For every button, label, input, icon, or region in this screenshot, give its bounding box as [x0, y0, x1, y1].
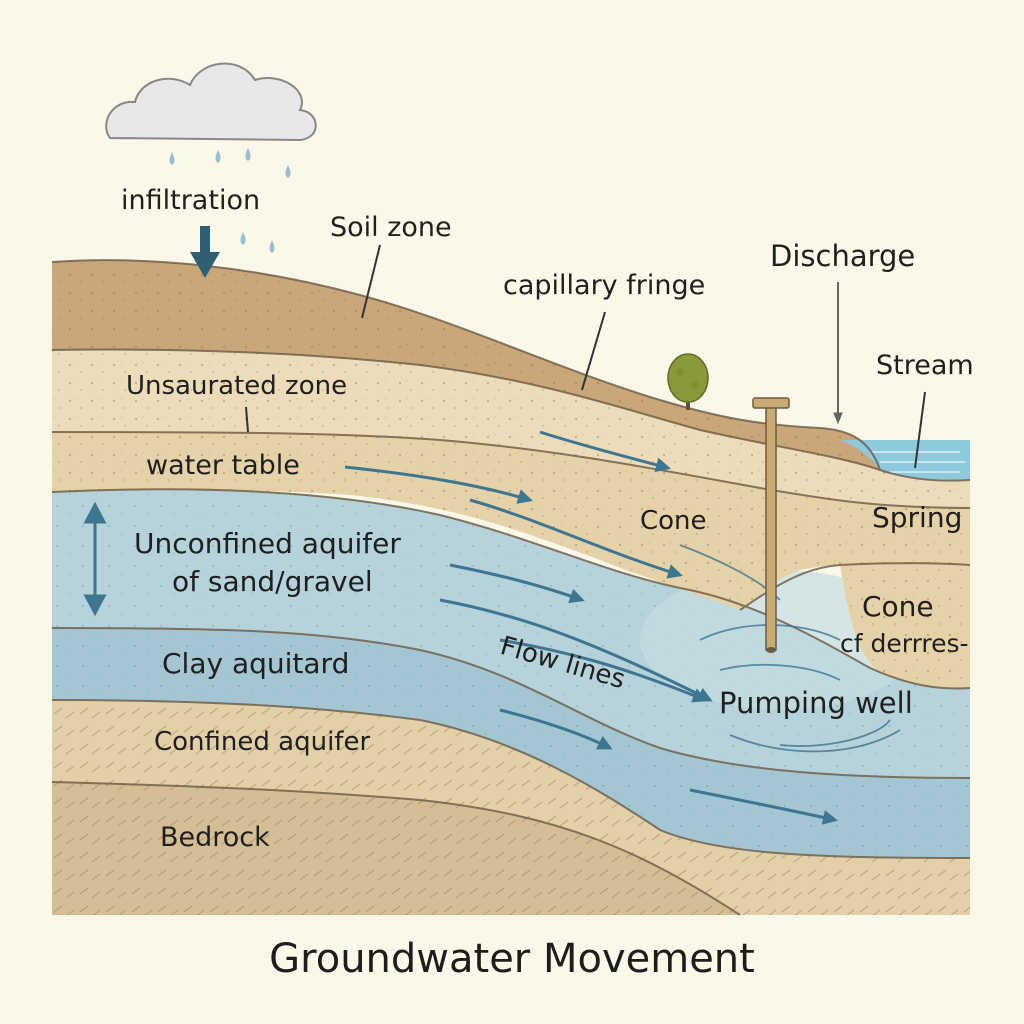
flow-arrow: [539, 430, 671, 473]
well-icon: [752, 397, 790, 653]
soil-zone-leader: [361, 244, 381, 319]
bedrock-label: Bedrock: [160, 822, 270, 853]
water-table-label: water table: [146, 450, 300, 481]
spring-label: Spring: [872, 501, 963, 534]
flow-arrow: [689, 788, 838, 825]
discharge-label: Discharge: [770, 239, 916, 273]
stream-leader: [914, 391, 926, 469]
flow-arrow: [499, 638, 708, 703]
flow-arrow: [439, 598, 713, 702]
flow-arrow: [469, 498, 683, 579]
infiltration-arrow: [190, 226, 220, 278]
cone-of-depression-label-line1: Cone: [862, 590, 934, 623]
infiltration-label: infiltration: [121, 185, 261, 216]
soil-zone-label: Soil zone: [330, 212, 452, 243]
thickness-double-arrow: [83, 501, 107, 617]
flow-arrow: [499, 708, 613, 750]
raindrop-icon: [169, 148, 291, 253]
unconfined-aquifer-label-line1: Unconfined aquifer: [134, 527, 401, 560]
cone-label: Cone: [640, 506, 707, 536]
cloud-icon: [105, 62, 317, 142]
unconfined-aquifer-label-line2: of sand/gravel: [172, 565, 373, 598]
tree-icon: [667, 353, 709, 410]
diagram-title: Groundwater Movement: [269, 936, 755, 982]
stream-water: [840, 440, 970, 481]
cone-of-depression-label-line2: cf derrres-: [840, 629, 969, 658]
flow-arrow: [449, 563, 585, 604]
unsaturated-zone-leader: [245, 406, 249, 433]
cone-of-depression-lines: [679, 544, 901, 753]
flow-arrows: [344, 430, 838, 825]
unsaturated-zone-label: Unsaurated zone: [126, 371, 348, 401]
pumping-well-label: Pumping well: [719, 686, 913, 720]
clay-aquitard-label: Clay aquitard: [162, 647, 350, 680]
capillary-fringe-leader: [581, 311, 606, 391]
flow-arrow: [344, 465, 533, 504]
confined-aquifer-label: Confined aquifer: [154, 727, 371, 757]
stream-label: Stream: [876, 350, 974, 381]
capillary-fringe-label: capillary fringe: [503, 270, 706, 301]
